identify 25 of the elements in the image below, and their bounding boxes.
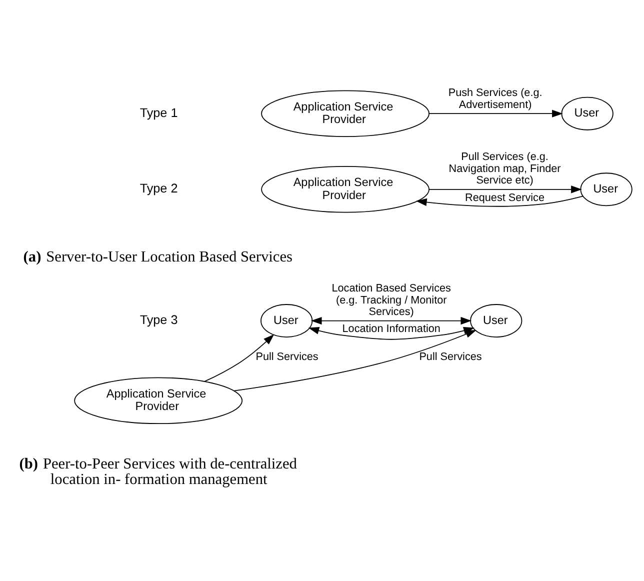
arrow (204, 334, 274, 382)
edge-label: Push Services (e.g. Advertisement) (448, 86, 542, 110)
node-ellipse: Application Service Provider (74, 376, 243, 424)
label: Type 2 (140, 181, 178, 196)
node-ellipse: User (470, 304, 522, 337)
edge-label: Location Information (342, 322, 440, 335)
node-ellipse: User (260, 304, 313, 337)
edge-label: Pull Services (e.g. Navigation map, Finder Service etc) (448, 150, 561, 186)
arrow (428, 185, 582, 193)
label: (b) Peer-to-Peer Services with de-centralized location in- formation management (19, 454, 297, 488)
arrow (428, 109, 563, 117)
label: Type 3 (140, 312, 178, 327)
arrow (416, 195, 584, 206)
node-ellipse: User (561, 96, 614, 130)
edge-label: Pull Services (419, 350, 482, 363)
node-ellipse: Application Service Provider (261, 166, 430, 212)
node-ellipse: Application Service Provider (261, 90, 430, 136)
edge-label: Request Service (465, 191, 545, 204)
edge-label: Location Based Services (e.g. Tracking / Monitor Services) (332, 282, 451, 318)
edge-label: Pull Services (256, 350, 318, 363)
arrow (234, 330, 476, 391)
label: (a) Server-to-User Location Based Services (23, 248, 293, 265)
node-ellipse: User (580, 172, 632, 206)
arrow (310, 316, 472, 324)
label: Type 1 (140, 105, 178, 120)
